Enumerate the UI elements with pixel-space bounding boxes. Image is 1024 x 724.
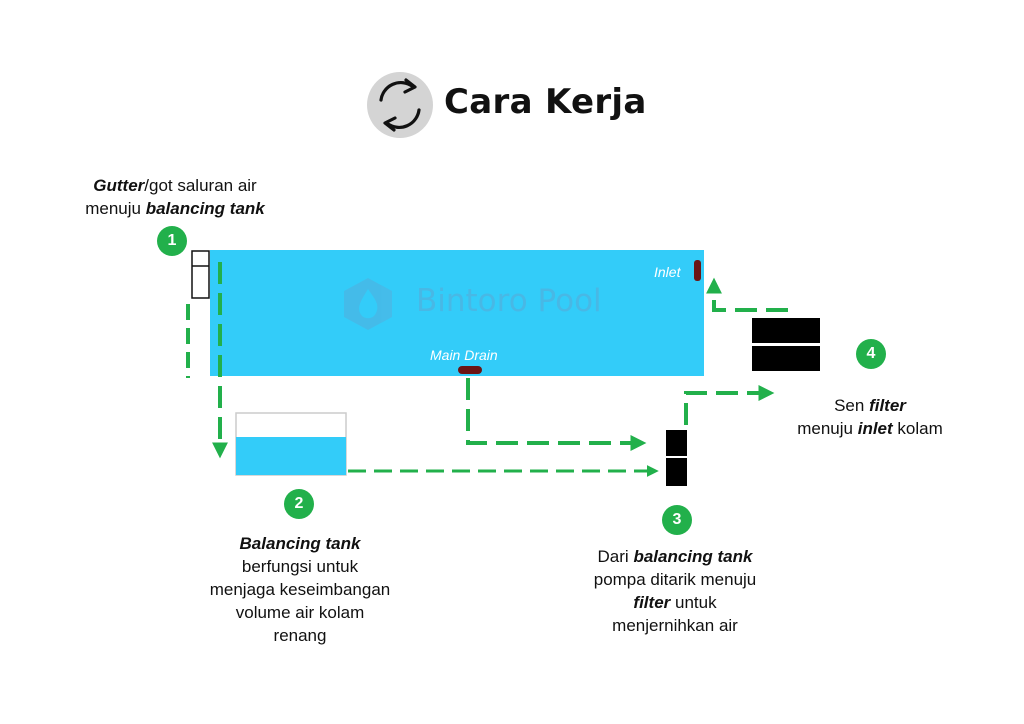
pool [210, 250, 704, 376]
step-2-label: Balancing tank berfungsi untuk menjaga k… [209, 534, 391, 645]
inlet-marker [694, 260, 701, 281]
step-2-badge: 2 [284, 489, 314, 519]
inlet-label: Inlet [654, 264, 681, 280]
step-3-label: Dari balancing tank pompa ditarik menuju… [593, 547, 757, 635]
flow-pump-to-filter [684, 385, 775, 425]
main-drain-label: Main Drain [430, 347, 498, 363]
step-1-badge: 1 [157, 226, 187, 256]
pump [666, 430, 687, 486]
step-4-label: Sen filter menuju inlet kolam [797, 396, 943, 438]
balancing-tank [235, 412, 347, 476]
water-flow-paths [186, 262, 788, 477]
flow-drain-to-pump [466, 378, 647, 451]
step-3-badge: 3 [662, 505, 692, 535]
gutter-box [191, 250, 210, 299]
step-1-label: Gutter/got saluran air menuju balancing … [85, 176, 265, 218]
step-4-badge: 4 [856, 339, 886, 369]
water-drop-logo-icon [344, 278, 392, 330]
flow-filter-to-inlet [706, 277, 788, 312]
page-title: Cara Kerja [444, 82, 647, 122]
watermark-text: Bintoro Pool [416, 283, 602, 319]
main-drain-marker [458, 366, 482, 374]
filter-unit [752, 318, 820, 371]
cycle-arrows-icon [367, 72, 433, 138]
